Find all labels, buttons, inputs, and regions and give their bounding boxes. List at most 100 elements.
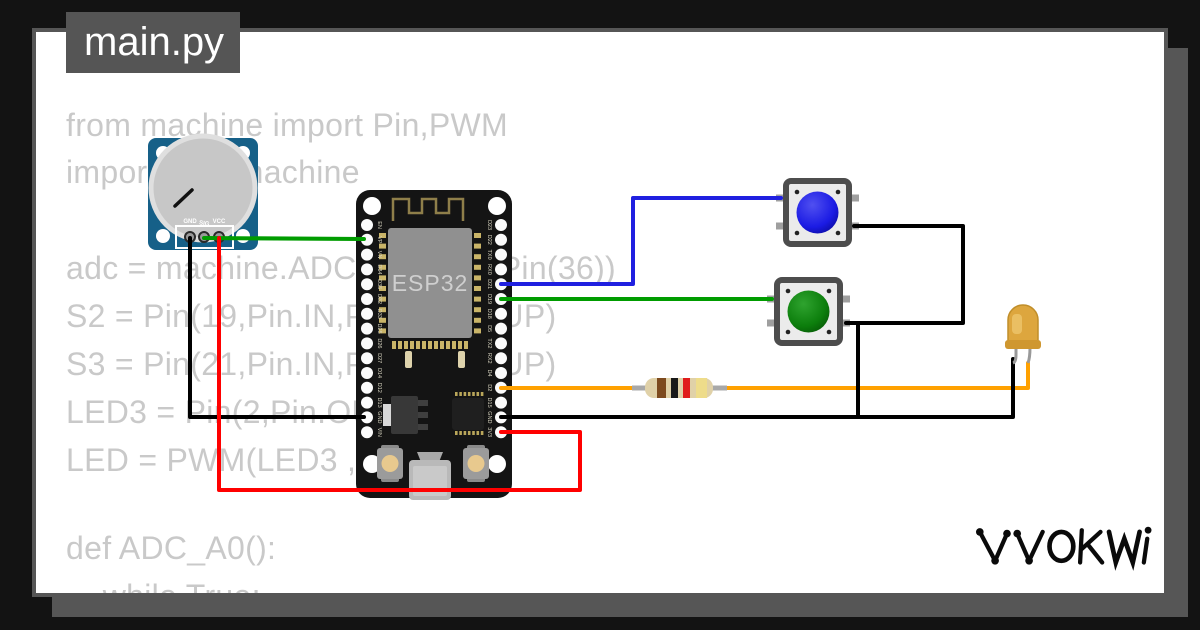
- antenna-trace: [391, 197, 465, 221]
- wire-pot-sig-to-vp[interactable]: [202, 236, 366, 241]
- esp32-pin-label: TX0: [486, 250, 492, 260]
- esp32-pin-d32[interactable]: [361, 293, 373, 305]
- board-button-boot[interactable]: [463, 445, 489, 482]
- mount-hole: [236, 229, 250, 243]
- esp32-pin-d22[interactable]: [495, 233, 507, 246]
- esp32-pin-label: D21: [486, 279, 492, 289]
- usb-serial-chip: [452, 392, 484, 435]
- mount-hole: [488, 197, 506, 215]
- ic-pins: [455, 392, 484, 435]
- board-button-en[interactable]: [377, 445, 403, 482]
- esp32-pin-label: D23: [486, 220, 492, 230]
- file-tab-label: main.py: [84, 20, 225, 64]
- led-highlight: [1012, 314, 1022, 334]
- esp32-pin-label: D5: [486, 325, 492, 332]
- resistor-band-1: [657, 378, 666, 398]
- esp32-chip-label: ESP32: [392, 270, 469, 296]
- green-button-cap[interactable]: [787, 290, 830, 333]
- esp32-pin-label: D34: [376, 264, 382, 274]
- wokwi-logo: [975, 526, 1152, 571]
- resistor-band-4: [696, 378, 707, 398]
- esp32-pin-d35[interactable]: [361, 278, 373, 291]
- esp32-pin-d18[interactable]: [495, 307, 507, 320]
- esp32-module: [388, 228, 472, 338]
- esp32-pin-label: D15: [486, 398, 492, 408]
- led-lead-cathode: [1012, 347, 1018, 365]
- esp32-pin-d4[interactable]: [495, 367, 507, 379]
- esp32-pin-label: D13: [376, 398, 382, 408]
- esp32-pin-label: D14: [376, 368, 382, 378]
- voltage-regulator: [383, 396, 428, 434]
- pot-pin-label: GND: [183, 219, 197, 225]
- esp32-pin-label: VP: [376, 236, 382, 244]
- mount-hole: [156, 229, 170, 243]
- esp32-pin-label: D33: [376, 309, 382, 319]
- esp32-pin-d15[interactable]: [495, 396, 507, 409]
- mount-hole: [488, 455, 506, 473]
- esp32-pin-label: D19: [486, 294, 492, 304]
- wire-pot-vcc-to-3v3[interactable]: [217, 236, 582, 492]
- esp32-pin-vp[interactable]: [361, 233, 373, 246]
- diagram-canvas: from machine import Pin,PWM import time,…: [32, 28, 1168, 597]
- esp32-pin-d33[interactable]: [361, 307, 373, 320]
- esp32-board[interactable]: ESP32: [356, 190, 512, 500]
- pot-pin-label: SIG: [199, 220, 210, 227]
- esp32-pin-label: D2: [486, 384, 492, 391]
- resistor-band-3: [683, 378, 690, 398]
- esp32-pin-d5[interactable]: [495, 322, 507, 335]
- blue-pushbutton[interactable]: [776, 178, 859, 247]
- wire-blue-btn-to-green-btn[interactable]: [844, 224, 965, 325]
- esp32-pin-rx0[interactable]: [495, 263, 507, 276]
- blue-button-cap[interactable]: [796, 191, 839, 234]
- led-flange: [1005, 340, 1041, 349]
- mount-hole: [363, 197, 381, 215]
- esp32-pin-en[interactable]: [361, 219, 373, 231]
- esp32-pin-label: D22: [486, 235, 492, 245]
- esp32-pin-tx2[interactable]: [495, 337, 507, 350]
- esp32-pin-label: 3V3: [486, 427, 492, 437]
- green-pushbutton[interactable]: [767, 277, 850, 346]
- esp32-pin-label: D25: [376, 324, 382, 334]
- esp32-pin-label: D4: [486, 369, 492, 376]
- esp32-pin-d23[interactable]: [495, 219, 507, 231]
- esp32-pin-label: D32: [376, 294, 382, 304]
- stage: from machine import Pin,PWM import time,…: [36, 32, 1164, 593]
- esp32-pin-label: TX2: [486, 338, 492, 348]
- smd-part: [458, 351, 465, 368]
- file-tab[interactable]: main.py: [66, 12, 240, 73]
- code-line: from machine import Pin,PWM: [66, 107, 508, 143]
- wire-d21-to-blue-button[interactable]: [499, 196, 783, 286]
- esp32-pin-d25[interactable]: [361, 322, 373, 335]
- esp32-pin-vn[interactable]: [361, 248, 373, 261]
- esp32-pin-label: D27: [376, 353, 382, 363]
- led[interactable]: [1005, 304, 1041, 365]
- esp32-pin-d14[interactable]: [361, 367, 373, 379]
- mount-hole: [363, 455, 381, 473]
- resistor[interactable]: [632, 378, 727, 398]
- code-line: def ADC_A0():: [66, 530, 277, 566]
- esp32-pin-d27[interactable]: [361, 352, 373, 365]
- resistor-band-2: [671, 378, 678, 398]
- wire-d2-to-resistor-to-led[interactable]: [499, 361, 1030, 390]
- esp32-pin-vin[interactable]: [361, 426, 373, 439]
- esp32-pin-label: D26: [376, 338, 382, 348]
- esp32-pads: [379, 233, 481, 349]
- wire-pot-gnd-to-gnd[interactable]: [188, 236, 366, 419]
- esp32-pin-d12[interactable]: [361, 381, 373, 394]
- esp32-pin-label: VN: [376, 251, 382, 259]
- esp32-pin-d34[interactable]: [361, 263, 373, 276]
- pot-knob-indicator: [173, 188, 194, 208]
- esp32-pin-label: D35: [376, 279, 382, 289]
- esp32-pin-tx0[interactable]: [495, 248, 507, 261]
- pot-pin-label: VCC: [213, 219, 226, 225]
- potentiometer[interactable]: GND SIG VCC: [148, 133, 258, 250]
- esp32-pin-label: RX0: [486, 264, 492, 275]
- esp32-pin-rx2[interactable]: [495, 352, 507, 365]
- esp32-pin-label: D18: [486, 309, 492, 319]
- esp32-pin-gnd[interactable]: [361, 411, 373, 424]
- esp32-pin-d13[interactable]: [361, 396, 373, 409]
- esp32-pin-d26[interactable]: [361, 337, 373, 350]
- esp32-pin-label: GND: [486, 411, 492, 423]
- wire-gnd-to-led-cathode[interactable]: [499, 357, 1015, 419]
- esp32-pin-label: VIN: [376, 428, 382, 437]
